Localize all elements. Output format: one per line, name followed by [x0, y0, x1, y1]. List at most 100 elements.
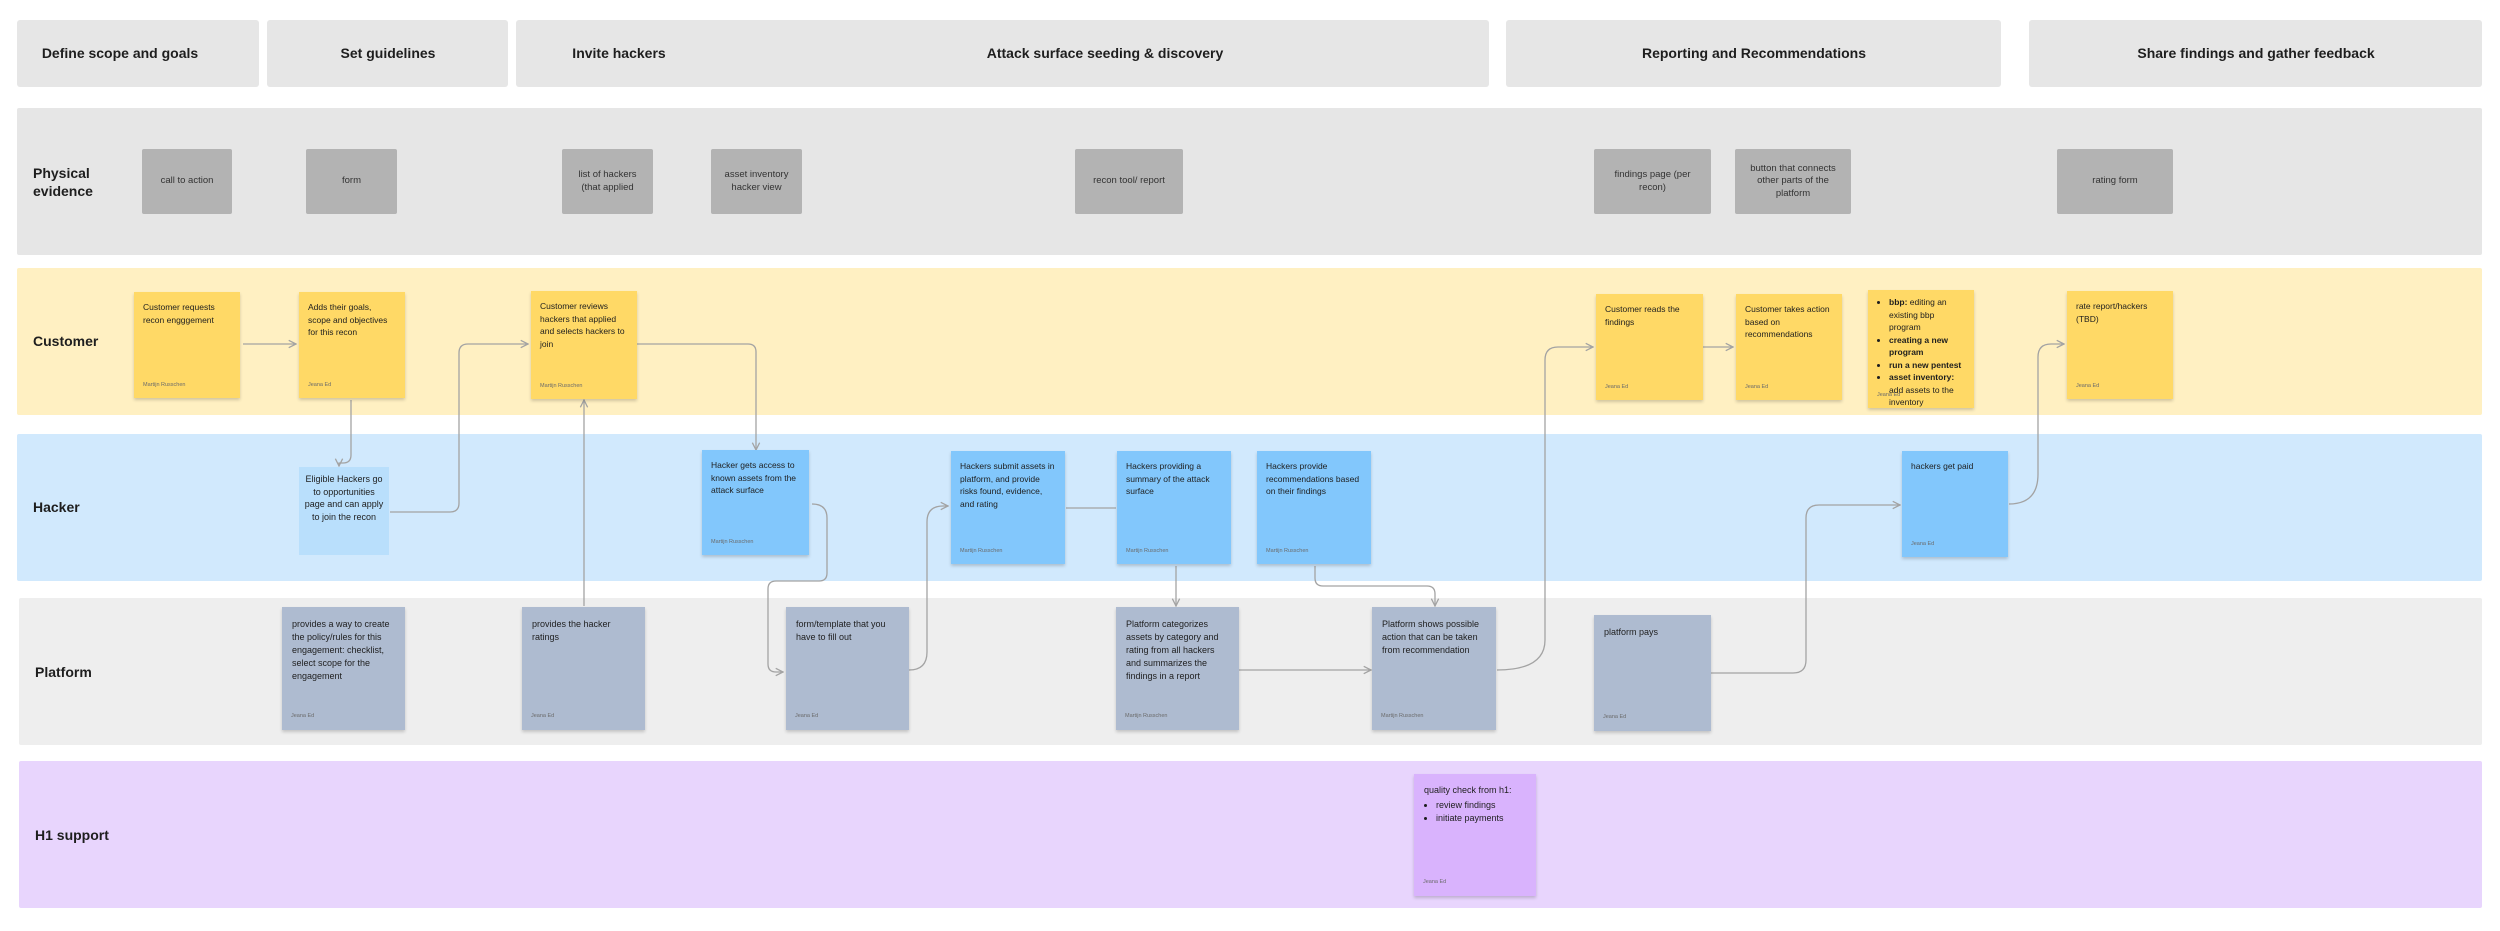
note-text: Customer reviews hackers that applied an… — [540, 301, 625, 349]
note-author: Jeana Ed — [1605, 383, 1629, 390]
note-platform-pays: platform pays Jeana Ed — [1594, 615, 1711, 731]
note-text: rate report/hackers (TBD) — [2076, 301, 2148, 324]
note-customer-requests-recon: Customer requests recon engggement Marti… — [134, 292, 240, 398]
note-customer-next-steps: bbp: editing an existing bbp program cre… — [1868, 290, 1974, 408]
note-text: Hackers provide recommendations based on… — [1266, 461, 1360, 496]
note-platform-policy-rules: provides a way to create the policy/rule… — [282, 607, 405, 730]
evidence-call-to-action: call to action — [142, 149, 232, 214]
note-customer-reads-findings: Customer reads the findings Jeana Ed — [1596, 294, 1703, 400]
lane-platform: Platform — [19, 598, 2482, 745]
note-text: form/template that you have to fill out — [796, 619, 886, 642]
note-text: Adds their goals, scope and objectives f… — [308, 302, 388, 337]
note-author: Jeana Ed — [1603, 714, 1627, 720]
evidence-form: form — [306, 149, 397, 214]
note-author: Jeana Ed — [1423, 879, 1447, 885]
note-platform-categorizes: Platform categorizes assets by category … — [1116, 607, 1239, 730]
note-author: Jeana Ed — [531, 713, 555, 719]
note-author: Martijn Russchen — [540, 382, 583, 389]
note-text: provides the hacker ratings — [532, 619, 611, 642]
note-hackers-summary: Hackers providing a summary of the attac… — [1117, 451, 1231, 564]
phase-header-reporting — [1506, 20, 2001, 87]
quality-check-item: review findings — [1436, 799, 1526, 812]
note-author: Jeana Ed — [291, 713, 315, 719]
arrow-review-to-access — [637, 343, 756, 450]
note-text: Hackers submit assets in platform, and p… — [960, 461, 1055, 509]
lane-label-physical-evidence: Physical evidence — [33, 165, 93, 199]
note-author: Jeana Ed — [1745, 383, 1769, 390]
phase-label-invite-hackers: Invite hackers — [572, 45, 666, 61]
phase-header-define-scope — [17, 20, 259, 87]
note-author: Jeana Ed — [2076, 382, 2100, 389]
note-text: Platform shows possible action that can … — [1382, 619, 1480, 655]
note-text: hackers get paid — [1911, 461, 1974, 471]
note-text: Customer takes action based on recommend… — [1745, 304, 1830, 339]
note-author: Jeana Ed — [308, 381, 332, 388]
lane-hacker: Hacker — [17, 434, 2482, 581]
note-author: Jeana Ed — [795, 713, 819, 719]
phase-header-set-guidelines — [267, 20, 508, 87]
note-author: Jeana Ed — [1877, 391, 1901, 398]
note-eligible-hackers: Eligible Hackers go to opportunities pag… — [299, 467, 389, 555]
arrow-goals-to-eligible — [339, 400, 352, 466]
evidence-recon-tool-report: recon tool/ report — [1075, 149, 1183, 214]
note-text: Hackers providing a summary of the attac… — [1126, 461, 1210, 496]
note-text: Customer requests recon engggement — [143, 302, 215, 325]
note-author: Martijn Russchen — [1126, 547, 1169, 554]
note-text: Hacker gets access to known assets from … — [711, 460, 797, 495]
note-h1-quality-check: quality check from h1: review findings i… — [1414, 774, 1536, 896]
arrow-eligible-to-review — [390, 344, 528, 513]
evidence-findings-page: findings page (per recon) — [1594, 149, 1711, 214]
next-step-item: asset inventory: add assets to the inven… — [1889, 371, 1965, 408]
phase-label-attack-surface: Attack surface seeding & discovery — [986, 45, 1224, 61]
note-author: Jeana Ed — [1911, 540, 1935, 547]
note-hackers-get-paid: hackers get paid Jeana Ed — [1902, 451, 2008, 557]
note-customer-rate-report: rate report/hackers (TBD) Jeana Ed — [2067, 291, 2173, 399]
note-author: Martijn Russchen — [711, 538, 754, 545]
note-text: platform pays — [1604, 627, 1659, 637]
note-platform-shows-actions: Platform shows possible action that can … — [1372, 607, 1496, 730]
note-platform-form-template: form/template that you have to fill out … — [786, 607, 909, 730]
lane-label-hacker: Hacker — [33, 499, 80, 515]
note-customer-reviews-hackers: Customer reviews hackers that applied an… — [531, 291, 637, 399]
arrow-pays-to-paid — [1711, 505, 1900, 674]
note-author: Martijn Russchen — [1381, 713, 1424, 719]
next-step-item: bbp: editing an existing bbp program — [1889, 296, 1965, 334]
lane-label-customer: Customer — [33, 333, 99, 349]
arrow-recommend-to-actions — [1314, 566, 1435, 606]
evidence-list-of-hackers: list of hackers (that applied — [562, 149, 653, 214]
next-step-item: creating a new program — [1889, 334, 1965, 359]
lane-h1-support: H1 support — [19, 761, 2482, 908]
note-customer-adds-goals: Adds their goals, scope and objectives f… — [299, 292, 405, 398]
note-hackers-recommendations: Hackers provide recommendations based on… — [1257, 451, 1371, 564]
phase-header-share-findings — [2029, 20, 2482, 87]
note-text: provides a way to create the policy/rule… — [292, 619, 390, 681]
phase-header-invite-and-discovery — [516, 20, 1489, 87]
note-title: quality check from h1: — [1424, 785, 1512, 795]
phase-label-set-guidelines: Set guidelines — [340, 45, 436, 61]
note-hacker-gets-access: Hacker gets access to known assets from … — [702, 450, 809, 555]
quality-check-item: initiate payments — [1436, 812, 1526, 825]
note-platform-hacker-ratings: provides the hacker ratings Jeana Ed — [522, 607, 645, 730]
phase-label-define-scope: Define scope and goals — [41, 45, 199, 61]
note-text: Customer reads the findings — [1605, 304, 1680, 327]
note-author: Martijn Russchen — [1266, 547, 1309, 554]
lane-label-platform: Platform — [35, 664, 92, 680]
note-customer-takes-action: Customer takes action based on recommend… — [1736, 294, 1842, 400]
lane-label-h1-support: H1 support — [35, 827, 109, 843]
next-step-item: run a new pentest — [1889, 359, 1965, 372]
evidence-connect-button: button that connects other parts of the … — [1735, 149, 1851, 214]
note-text: Platform categorizes assets by category … — [1126, 619, 1219, 681]
note-text: Eligible Hackers go to opportunities pag… — [304, 474, 384, 522]
phase-label-reporting: Reporting and Recommendations — [1641, 45, 1867, 61]
note-author: Martijn Russchen — [143, 381, 186, 388]
note-hackers-submit-assets: Hackers submit assets in platform, and p… — [951, 451, 1065, 564]
arrow-actions-to-reads — [1496, 347, 1593, 671]
evidence-rating-form: rating form — [2057, 149, 2173, 214]
arrow-access-to-form — [767, 503, 828, 672]
note-author: Martijn Russchen — [1125, 713, 1168, 719]
note-author: Martijn Russchen — [960, 547, 1003, 554]
arrow-paid-to-rate — [2008, 344, 2064, 505]
evidence-asset-inventory: asset inventory hacker view — [711, 149, 802, 214]
arrow-form-to-submit — [908, 506, 948, 671]
